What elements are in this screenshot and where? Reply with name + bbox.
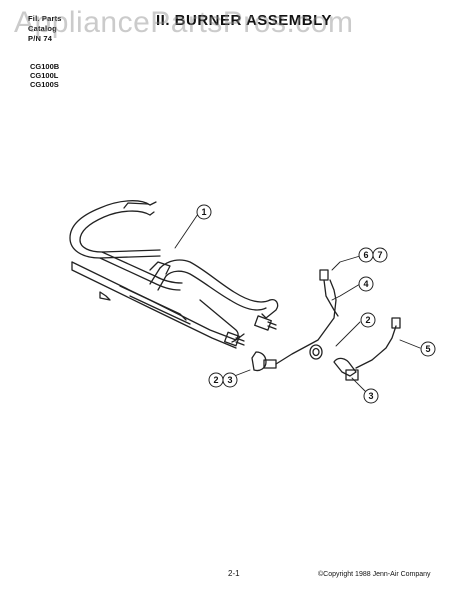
electrode-left bbox=[251, 279, 337, 372]
callout-4: 4 bbox=[363, 279, 368, 289]
callout-2-right: 2 bbox=[365, 315, 370, 325]
connector-top bbox=[319, 269, 339, 317]
page-number: 2-1 bbox=[228, 569, 240, 578]
watermark: AppliancePartsPros.com bbox=[14, 6, 354, 39]
callout-circle bbox=[222, 372, 238, 388]
grommet bbox=[309, 344, 323, 360]
part-number: P/N 74 bbox=[28, 34, 53, 43]
callout-5: 5 bbox=[425, 344, 430, 354]
catalog-line-1: Fil. Parts bbox=[28, 14, 62, 23]
catalog-line-2: Catalog bbox=[28, 24, 57, 33]
callout-circle bbox=[372, 247, 388, 263]
callout-circle bbox=[196, 204, 212, 220]
callout-3-right: 3 bbox=[368, 391, 373, 401]
leader-lines bbox=[174, 213, 421, 393]
copyright: ©Copyright 1988 Jenn-Air Company bbox=[318, 571, 431, 578]
callout-circle bbox=[363, 388, 379, 404]
callout-1: 1 bbox=[201, 207, 206, 217]
model-list: CG100B CG100L CG100S bbox=[30, 62, 59, 89]
callout-2-left: 2 bbox=[213, 375, 218, 385]
model-item: CG100B bbox=[30, 62, 60, 71]
page-title: II. BURNER ASSEMBLY bbox=[156, 12, 332, 29]
callout-circle bbox=[358, 276, 374, 292]
callout-circle bbox=[420, 341, 436, 357]
burner-tube-lower bbox=[149, 259, 279, 343]
burner-base bbox=[71, 261, 245, 349]
model-item: CG100S bbox=[30, 80, 59, 89]
callout-circle bbox=[360, 312, 376, 328]
orifice-fittings bbox=[224, 315, 277, 347]
electrode-right bbox=[333, 317, 401, 381]
model-item: CG100L bbox=[30, 71, 59, 80]
callout-6: 6 bbox=[363, 250, 368, 260]
callout-7: 7 bbox=[377, 250, 382, 260]
callout-3-left: 3 bbox=[227, 375, 232, 385]
